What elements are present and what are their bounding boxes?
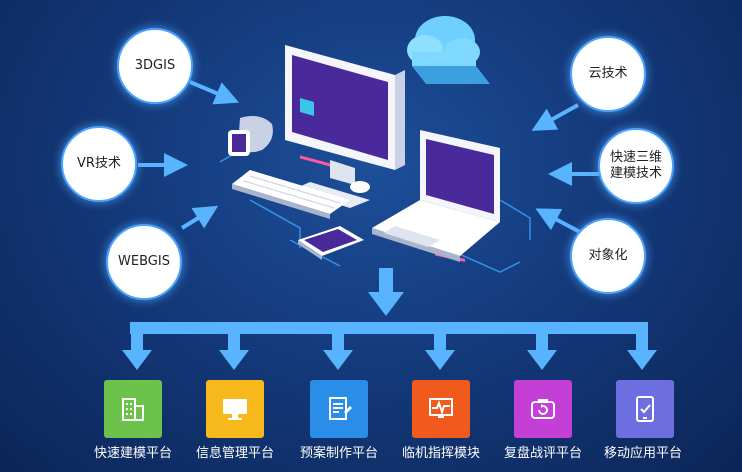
heartbeat-monitor-icon	[429, 398, 453, 418]
platform-info-management	[206, 380, 264, 438]
tech-label: 3DGIS	[134, 58, 176, 73]
arrow-3dgis	[189, 80, 240, 105]
tech-circle-vr: VR技术	[61, 126, 137, 202]
keyboard	[232, 170, 350, 219]
arrow-object	[535, 208, 581, 234]
tech-circle-cloud: 云技术	[570, 36, 646, 112]
document-edit-icon	[329, 397, 352, 420]
platform-mobile	[616, 380, 674, 438]
distribution-bar	[130, 322, 648, 334]
platform-label-review: 复盘战评平台	[503, 446, 582, 461]
platform-label-command: 临机指挥模块	[401, 446, 480, 461]
platform-label-mobile: 移动应用平台	[603, 446, 682, 461]
tech-circle-3d-modeling: 快速三维 建模技术	[598, 128, 674, 204]
tablet-check-icon	[636, 396, 654, 422]
camera-replay-icon	[531, 399, 555, 419]
platform-label-plan-making: 预案制作平台	[299, 446, 378, 461]
main-down-shaft	[379, 268, 393, 294]
tech-circle-3dgis: 3DGIS	[117, 28, 193, 104]
tech-label: WEBGIS	[118, 254, 170, 269]
tech-circle-webgis: WEBGIS	[106, 224, 182, 300]
desktop-monitor	[285, 45, 405, 208]
cloud-icon	[407, 16, 490, 84]
building-icon	[122, 398, 144, 421]
monitor-icon	[223, 399, 247, 420]
tech-label: VR技术	[77, 156, 121, 171]
branch-arrows	[122, 330, 657, 370]
tech-label: 快速三维 建模技术	[609, 150, 662, 181]
tech-label: 云技术	[588, 66, 628, 81]
platform-label-info-management: 信息管理平台	[195, 446, 274, 461]
device-illustration	[219, 16, 531, 273]
tech-circle-object: 对象化	[570, 218, 646, 294]
platform-label-fast-modeling: 快速建模平台	[93, 446, 172, 461]
main-down-head	[368, 292, 404, 316]
platform-fast-modeling	[104, 380, 162, 438]
laptop	[372, 130, 500, 262]
arrow-webgis	[180, 205, 219, 230]
platform-review	[514, 380, 572, 438]
tech-label: 对象化	[588, 248, 628, 263]
smartphone	[298, 226, 364, 260]
platform-plan-making	[310, 380, 368, 438]
mouse	[350, 181, 370, 193]
platform-command	[412, 380, 470, 438]
arrow-cloud	[531, 103, 579, 131]
smartwatch	[228, 116, 273, 156]
